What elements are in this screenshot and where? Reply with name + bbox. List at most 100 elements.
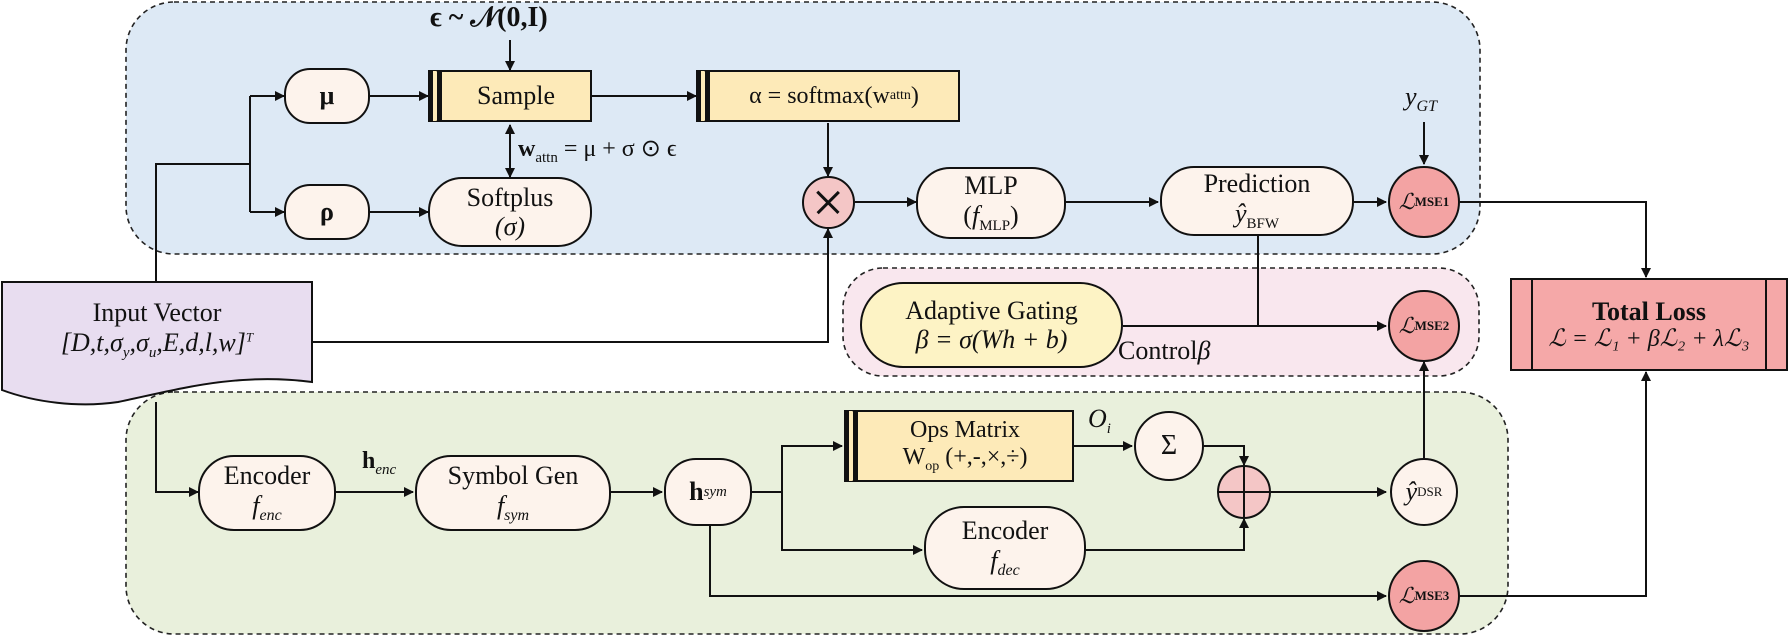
encoder-node: Encoder fenc — [198, 455, 336, 531]
y-gt-sub: GT — [1416, 98, 1437, 116]
total-loss-node: Total Loss ℒ = ℒ₁ + βℒ₂ + λℒ₃ — [1532, 281, 1766, 368]
o-i-symbol: O — [1088, 404, 1107, 433]
arrow-hsym-encoder2 — [781, 492, 923, 555]
o-i-label: Oi — [1088, 404, 1111, 438]
ops-w-sub: op — [925, 459, 940, 474]
o-i-sub: i — [1106, 421, 1111, 438]
input-vector-a: [D,t,σ — [60, 327, 123, 357]
encoder-fn-wrap: fenc — [252, 491, 281, 525]
prediction-symbol: ŷ — [1234, 198, 1247, 228]
arrow-input-branch — [155, 163, 250, 282]
symbol-gen-fn-sub: sym — [504, 506, 530, 524]
weight-lhs: w — [518, 136, 536, 162]
total-loss-formula: ℒ = ℒ₁ + βℒ₂ + λℒ₃ — [1548, 325, 1750, 352]
ops-matrix-w-wrap: Wop (+,-,×,÷) — [903, 444, 1028, 474]
ops-w: W — [902, 444, 926, 471]
input-vector-sup: T — [245, 328, 254, 344]
encoder-dec-label: Encoder — [961, 516, 1049, 546]
symbol-gen-node: Symbol Gen fsym — [415, 455, 611, 531]
gating-formula: β = σ(Wh + b) — [915, 325, 1068, 354]
loss2-sub: MSE2 — [1414, 317, 1450, 333]
arrow-input-mult — [312, 228, 833, 343]
rho-label: ρ — [320, 197, 334, 227]
arrow-loss3-total — [1460, 371, 1651, 597]
mu-node: μ — [284, 68, 370, 124]
mlp-fn-sub: MLP — [979, 217, 1011, 234]
control-label: Controlβ — [1118, 336, 1210, 366]
attention-label: α = softmax(w — [749, 82, 890, 109]
softplus-label: Softplus — [466, 182, 554, 212]
arrow-encoder2-plus — [1086, 518, 1249, 551]
control-beta: β — [1197, 336, 1211, 365]
encoder-dec-fn-sub: dec — [997, 561, 1020, 579]
input-vector-sub2: u — [148, 344, 157, 361]
attention-suffix: ) — [910, 82, 919, 109]
h-sym-symbol: h — [689, 477, 704, 507]
h-enc-sub: enc — [375, 461, 397, 478]
symbol-gen-fn-wrap: fsym — [497, 491, 529, 525]
mlp-fn-f: f — [971, 200, 980, 230]
encoder-label: Encoder — [223, 461, 311, 491]
input-vector-sub1: y — [122, 344, 130, 361]
mu-label: μ — [319, 81, 335, 111]
ops-matrix-label: Ops Matrix — [910, 417, 1020, 444]
control-text: Control — [1118, 336, 1198, 365]
softplus-node: Softplus (σ) — [428, 177, 592, 247]
weight-lhs-sub: attn — [535, 149, 558, 166]
total-loss-title: Total Loss — [1592, 296, 1706, 326]
input-vector-b: ,σ — [129, 327, 149, 357]
h-enc-label: henc — [362, 448, 396, 479]
arrow-sum-plus — [1204, 445, 1249, 466]
encoder-dec-fn: f — [990, 545, 998, 575]
dsr-region — [125, 391, 1509, 635]
prediction-node: Prediction ŷBFW — [1160, 166, 1354, 236]
y-dsr-symbol: ŷ — [1405, 477, 1418, 507]
y-gt-symbol: y — [1405, 82, 1417, 111]
add-icon — [1217, 465, 1271, 519]
y-gt-label: yGT — [1405, 82, 1437, 116]
encoder-dec-node: Encoder fdec — [924, 506, 1086, 590]
encoder-fn: f — [252, 490, 260, 520]
sum-node: Σ — [1134, 411, 1204, 481]
loss3-symbol: ℒ — [1398, 582, 1415, 608]
loss2-symbol: ℒ — [1398, 312, 1415, 338]
loss1-sub: MSE1 — [1414, 193, 1450, 209]
input-title: Input Vector — [92, 298, 222, 328]
arrow-hsym-loss3 — [709, 526, 1387, 601]
encoder-dec-fn-wrap: fdec — [990, 546, 1019, 580]
arrow-loss1-total — [1460, 201, 1651, 278]
adaptive-gating-node: Adaptive Gating β = σ(Wh + b) — [860, 282, 1123, 368]
prediction-label: Prediction — [1203, 169, 1311, 199]
input-vector-node: Input Vector [D,t,σy,σu,E,d,l,w]T — [2, 288, 312, 372]
h-sym-sub: sym — [703, 483, 727, 500]
encoder-fn-sub: enc — [259, 506, 282, 524]
softplus-sub: (σ) — [494, 212, 526, 241]
sample-label: Sample — [477, 81, 555, 111]
input-vector-c: ,E,d,l,w] — [156, 327, 246, 357]
arrow-hsym-ops — [752, 441, 843, 493]
noise-label: ϵ ~ 𝒩(0,I) — [430, 2, 548, 33]
weight-equation: wattn = μ + σ ⊙ ϵ — [518, 134, 677, 167]
y-dsr-sub: DSR — [1417, 483, 1443, 499]
mlp-label: MLP — [964, 171, 1018, 201]
rho-node: ρ — [284, 184, 370, 240]
mlp-node: MLP (fMLP) — [916, 167, 1066, 239]
input-vector: [D,t,σy,σu,E,d,l,w]T — [61, 328, 253, 362]
ops-list: (+,-,×,÷) — [945, 444, 1028, 471]
prediction-sub: BFW — [1246, 215, 1280, 232]
symbol-gen-label: Symbol Gen — [447, 461, 579, 491]
weight-rhs: = μ + σ ⊙ ϵ — [563, 136, 677, 162]
h-enc-symbol: h — [362, 448, 376, 474]
attention-sub: attn — [889, 88, 911, 104]
mlp-fn: (fMLP) — [963, 200, 1019, 234]
symbol-gen-fn: f — [496, 490, 505, 520]
loss1-symbol: ℒ — [1398, 188, 1415, 214]
arrow-input-encoder — [155, 402, 199, 497]
sum-icon: Σ — [1160, 430, 1178, 462]
